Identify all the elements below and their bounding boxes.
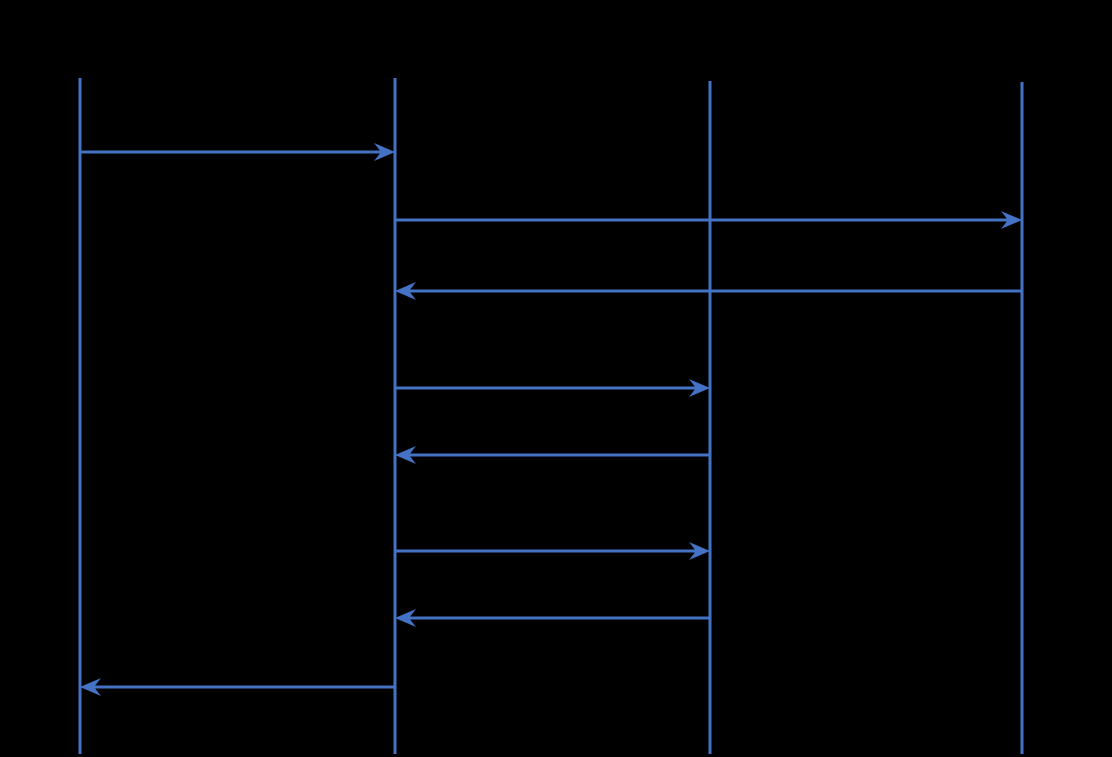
message-4 [395,379,710,397]
message-8 [80,678,395,696]
message-1 [80,143,395,161]
stealth-arrowhead-icon [689,542,710,560]
stealth-arrowhead-icon [395,282,416,300]
message-2 [395,211,1022,229]
message-5 [395,446,710,464]
stealth-arrowhead-icon [689,379,710,397]
stealth-arrowhead-icon [80,678,101,696]
message-6 [395,542,710,560]
stealth-arrowhead-icon [1001,211,1022,229]
message-7 [395,609,710,627]
message-3 [395,282,1022,300]
stealth-arrowhead-icon [374,143,395,161]
stealth-arrowhead-icon [395,446,416,464]
stealth-arrowhead-icon [395,609,416,627]
